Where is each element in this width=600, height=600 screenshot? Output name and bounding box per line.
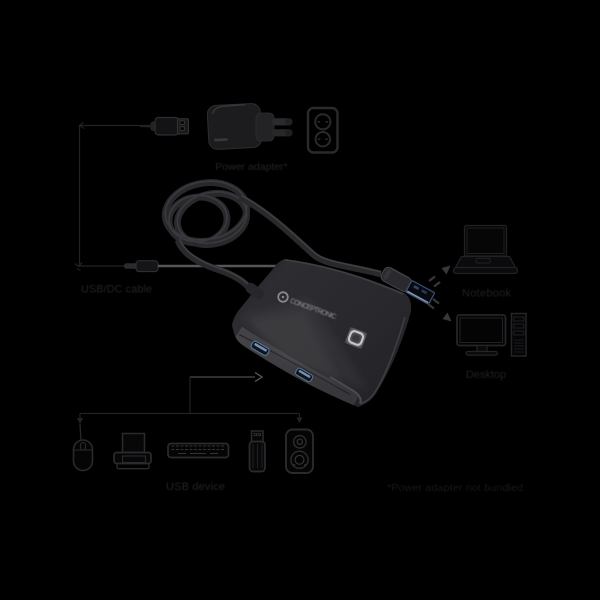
svg-text:USB/DC cable: USB/DC cable — [81, 284, 152, 296]
svg-text:Power adapter*: Power adapter* — [215, 161, 287, 173]
svg-text:Notebook: Notebook — [462, 288, 512, 300]
svg-text:Desktop: Desktop — [466, 369, 506, 381]
svg-text:USB device: USB device — [166, 481, 225, 493]
svg-text:*Power adapter not bundled: *Power adapter not bundled — [387, 482, 523, 494]
